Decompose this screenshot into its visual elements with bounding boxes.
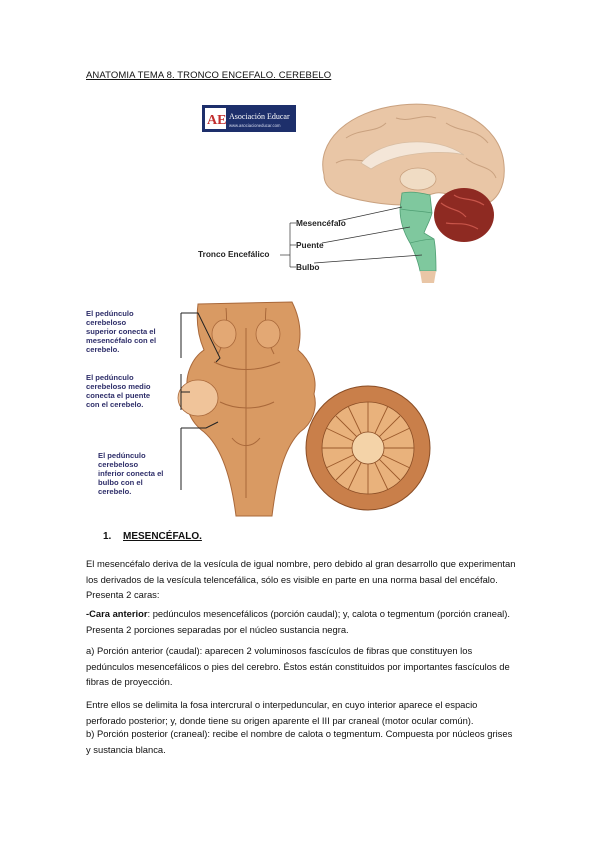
brainstem-shape	[399, 191, 437, 272]
brainstem-labels	[280, 206, 423, 268]
section-title: MESENCÉFALO.	[123, 531, 202, 542]
logo-initials: AE	[207, 113, 226, 128]
label-tronco-encefalico: Tronco Encefálico	[198, 249, 269, 259]
label-bulbo: Bulbo	[296, 262, 320, 272]
label-puente: Puente	[296, 240, 324, 250]
label-inferior-peduncle: El pedúnculo cerebeloso inferior conecta…	[98, 451, 166, 496]
paragraph-intro: El mesencéfalo deriva de la vesícula de …	[86, 558, 516, 601]
label-middle-peduncle: El pedúnculo cerebeloso medio conecta el…	[86, 373, 153, 409]
paragraph-porcion-anterior: a) Porción anterior (caudal): aparecen 2…	[86, 645, 510, 688]
brainstem-specimen	[177, 301, 316, 517]
brain-sagittal-figure: AE Asociación Educar www.asociacioneduca…	[198, 103, 505, 283]
paragraph-cara-anterior: -Cara anterior: pedúnculos mesencefálico…	[86, 606, 516, 637]
logo-name: Asociación Educar	[229, 112, 290, 121]
cara-anterior-text: : pedúnculos mesencefálicos (porción cau…	[86, 608, 510, 635]
cara-anterior-label: -Cara anterior	[86, 608, 148, 619]
peduncles-figure: El pedúnculo cerebeloso superior conecta…	[86, 301, 431, 517]
paragraph-porcion-posterior: b) Porción posterior (craneal): recibe e…	[86, 728, 513, 755]
label-mesencefalo: Mesencéfalo	[296, 218, 346, 228]
paragraph-fosa-intercrural: Entre ellos se delimita la fosa intercru…	[86, 699, 478, 726]
section-heading: 1. MESENCÉFALO.	[103, 531, 202, 542]
cerebellum-shape	[434, 188, 494, 242]
pointer-lines	[180, 312, 221, 490]
logo-url: www.asociacioneducar.com	[229, 123, 281, 128]
section-number: 1.	[103, 531, 112, 542]
logo: AE Asociación Educar www.asociacioneduca…	[202, 105, 296, 132]
cerebellum-section	[305, 385, 431, 511]
label-superior-peduncle: El pedúnculo cerebeloso superior conecta…	[86, 309, 158, 354]
document-title: ANATOMIA TEMA 8. TRONCO ENCEFALO. CEREBE…	[86, 70, 332, 81]
